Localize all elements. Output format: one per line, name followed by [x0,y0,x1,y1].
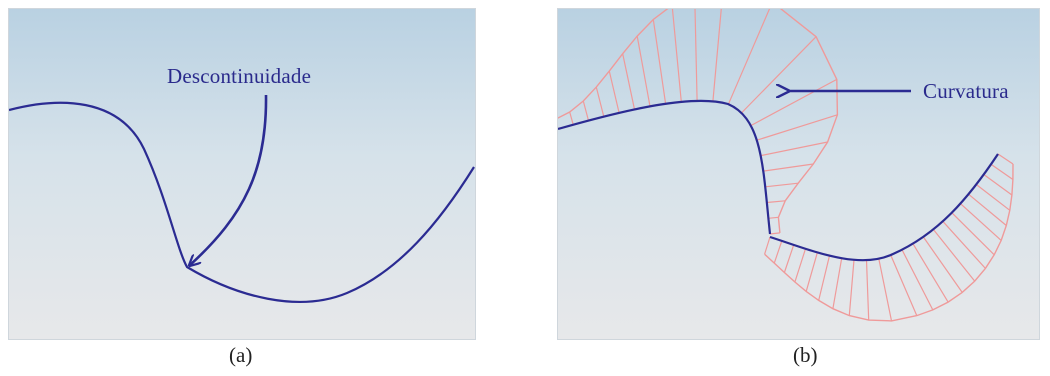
comb-spine [922,236,963,293]
comb-spine [712,9,722,102]
comb-spine [760,141,828,157]
comb-spine [763,163,814,172]
comb-spine [818,255,831,301]
panel-a: Descontinuidade [8,8,476,340]
comb-spine [959,203,1002,241]
curve-segment-upper [558,99,772,235]
panel-b: Curvatura [557,8,1040,340]
comb-spine [766,200,786,204]
comb-spine [608,70,620,114]
comb-spine [968,193,1007,226]
comb-spine [750,78,838,127]
comb-spine [951,212,995,256]
comb-spine [997,153,1014,165]
comb-spine [878,258,893,322]
comb-spine [975,184,1011,211]
comb-spine [912,243,949,303]
curvature-comb-diagram [558,9,1014,322]
comb-spine [694,9,698,101]
comb-spine [990,163,1014,180]
curve-segment-lower [769,153,999,262]
comb-spine [890,254,918,316]
comb-spine [727,9,771,105]
comb-spine [901,249,934,311]
comb-spine [769,232,780,235]
comb-spine [783,244,795,273]
comb-spine [832,258,843,309]
comb-spine [582,100,590,121]
comb-spine [932,229,976,282]
comb-spine [942,220,986,269]
curve-discontinuity-diagram [9,94,475,303]
caption-a: (a) [229,343,253,367]
comb-spine [652,19,667,104]
comb-spine [569,111,574,125]
comb-spine [740,36,817,114]
comb-spine [983,174,1013,196]
comb-spine [595,86,605,117]
comb-spine [622,53,636,110]
comb-spine [848,259,855,316]
comb-spine [794,248,807,283]
comb-spine [765,182,799,188]
comb-spine [768,216,779,219]
comb-spine [764,236,771,255]
label-descontinuidade: Descontinuidade [167,64,312,88]
arrow-to-discontinuity [190,94,268,265]
comb-spine [865,260,870,321]
curvature-comb [558,9,1014,322]
caption-b: (b) [793,343,818,367]
comb-spine [671,9,682,102]
label-curvatura: Curvatura [923,79,1009,103]
curvature-envelope [558,9,1014,322]
comb-spine [805,252,818,292]
comb-spine [636,35,651,107]
comb-spine [773,240,783,264]
comb-spine [756,114,838,141]
